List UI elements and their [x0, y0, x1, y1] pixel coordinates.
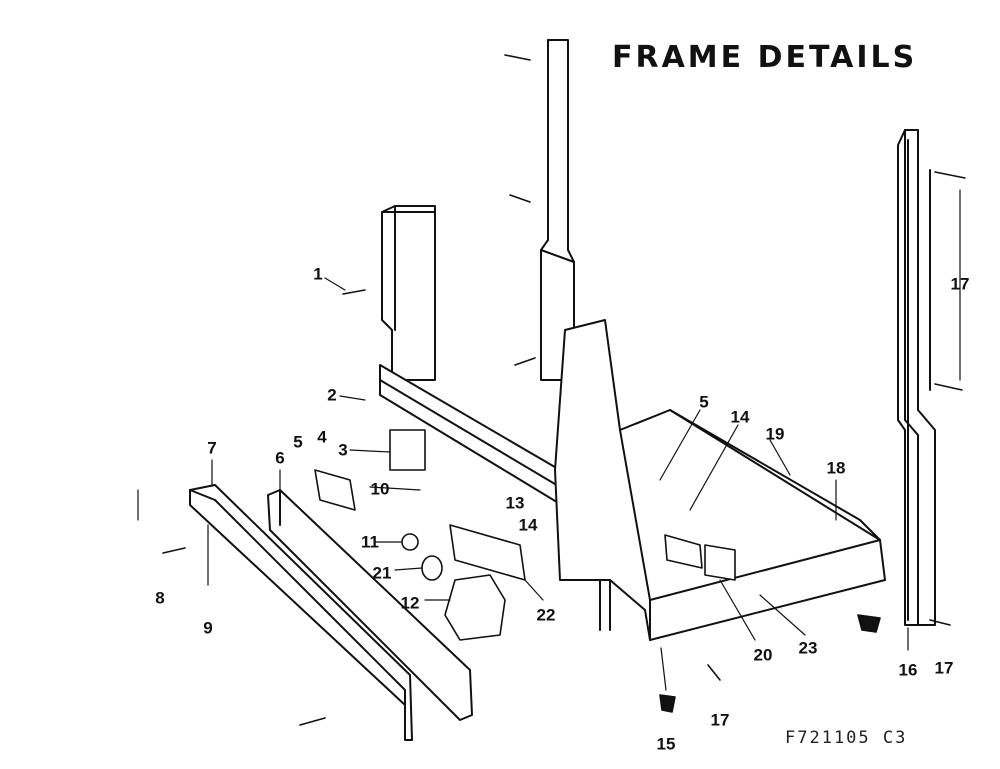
left-base-rail: [190, 485, 412, 740]
callout-label: 12: [400, 593, 420, 613]
diagram-title: FRAME DETAILS: [612, 40, 918, 75]
callout-label: 18: [826, 458, 846, 478]
callout-label: 17: [710, 710, 730, 730]
callout-label: 2: [327, 385, 337, 405]
callout-label: 21: [372, 563, 392, 583]
callout-label: 13: [505, 493, 525, 513]
reference-code: F721105 C3: [785, 728, 908, 748]
callout-label: 5: [699, 392, 709, 412]
left-upright: [382, 206, 435, 380]
callout-label: 14: [518, 515, 538, 535]
callout-label: 15: [656, 734, 676, 754]
callout-label: 4: [317, 427, 327, 447]
callout-label: 3: [338, 440, 348, 460]
callout-label: 19: [765, 424, 785, 444]
callout-label: 1: [313, 264, 323, 284]
callout-label: 23: [798, 638, 818, 658]
callout-label: 20: [753, 645, 773, 665]
callout-label: 5: [293, 432, 303, 452]
hardware-parts: [163, 55, 965, 725]
callout-label: 7: [207, 438, 217, 458]
callout-label: 17: [950, 274, 970, 294]
callout-label: 6: [275, 448, 285, 468]
callout-label: 9: [203, 618, 213, 638]
leader-lines: [138, 190, 960, 690]
callout-label: 8: [155, 588, 165, 608]
callout-label: 17: [934, 658, 954, 678]
callout-label: 14: [730, 407, 750, 427]
callout-label: 10: [370, 479, 390, 499]
callout-label: 22: [536, 605, 556, 625]
right-upright-rail: [898, 130, 935, 625]
callout-label: 16: [898, 660, 918, 680]
callout-label: 11: [361, 532, 379, 552]
right-frame-pan: [555, 320, 885, 640]
